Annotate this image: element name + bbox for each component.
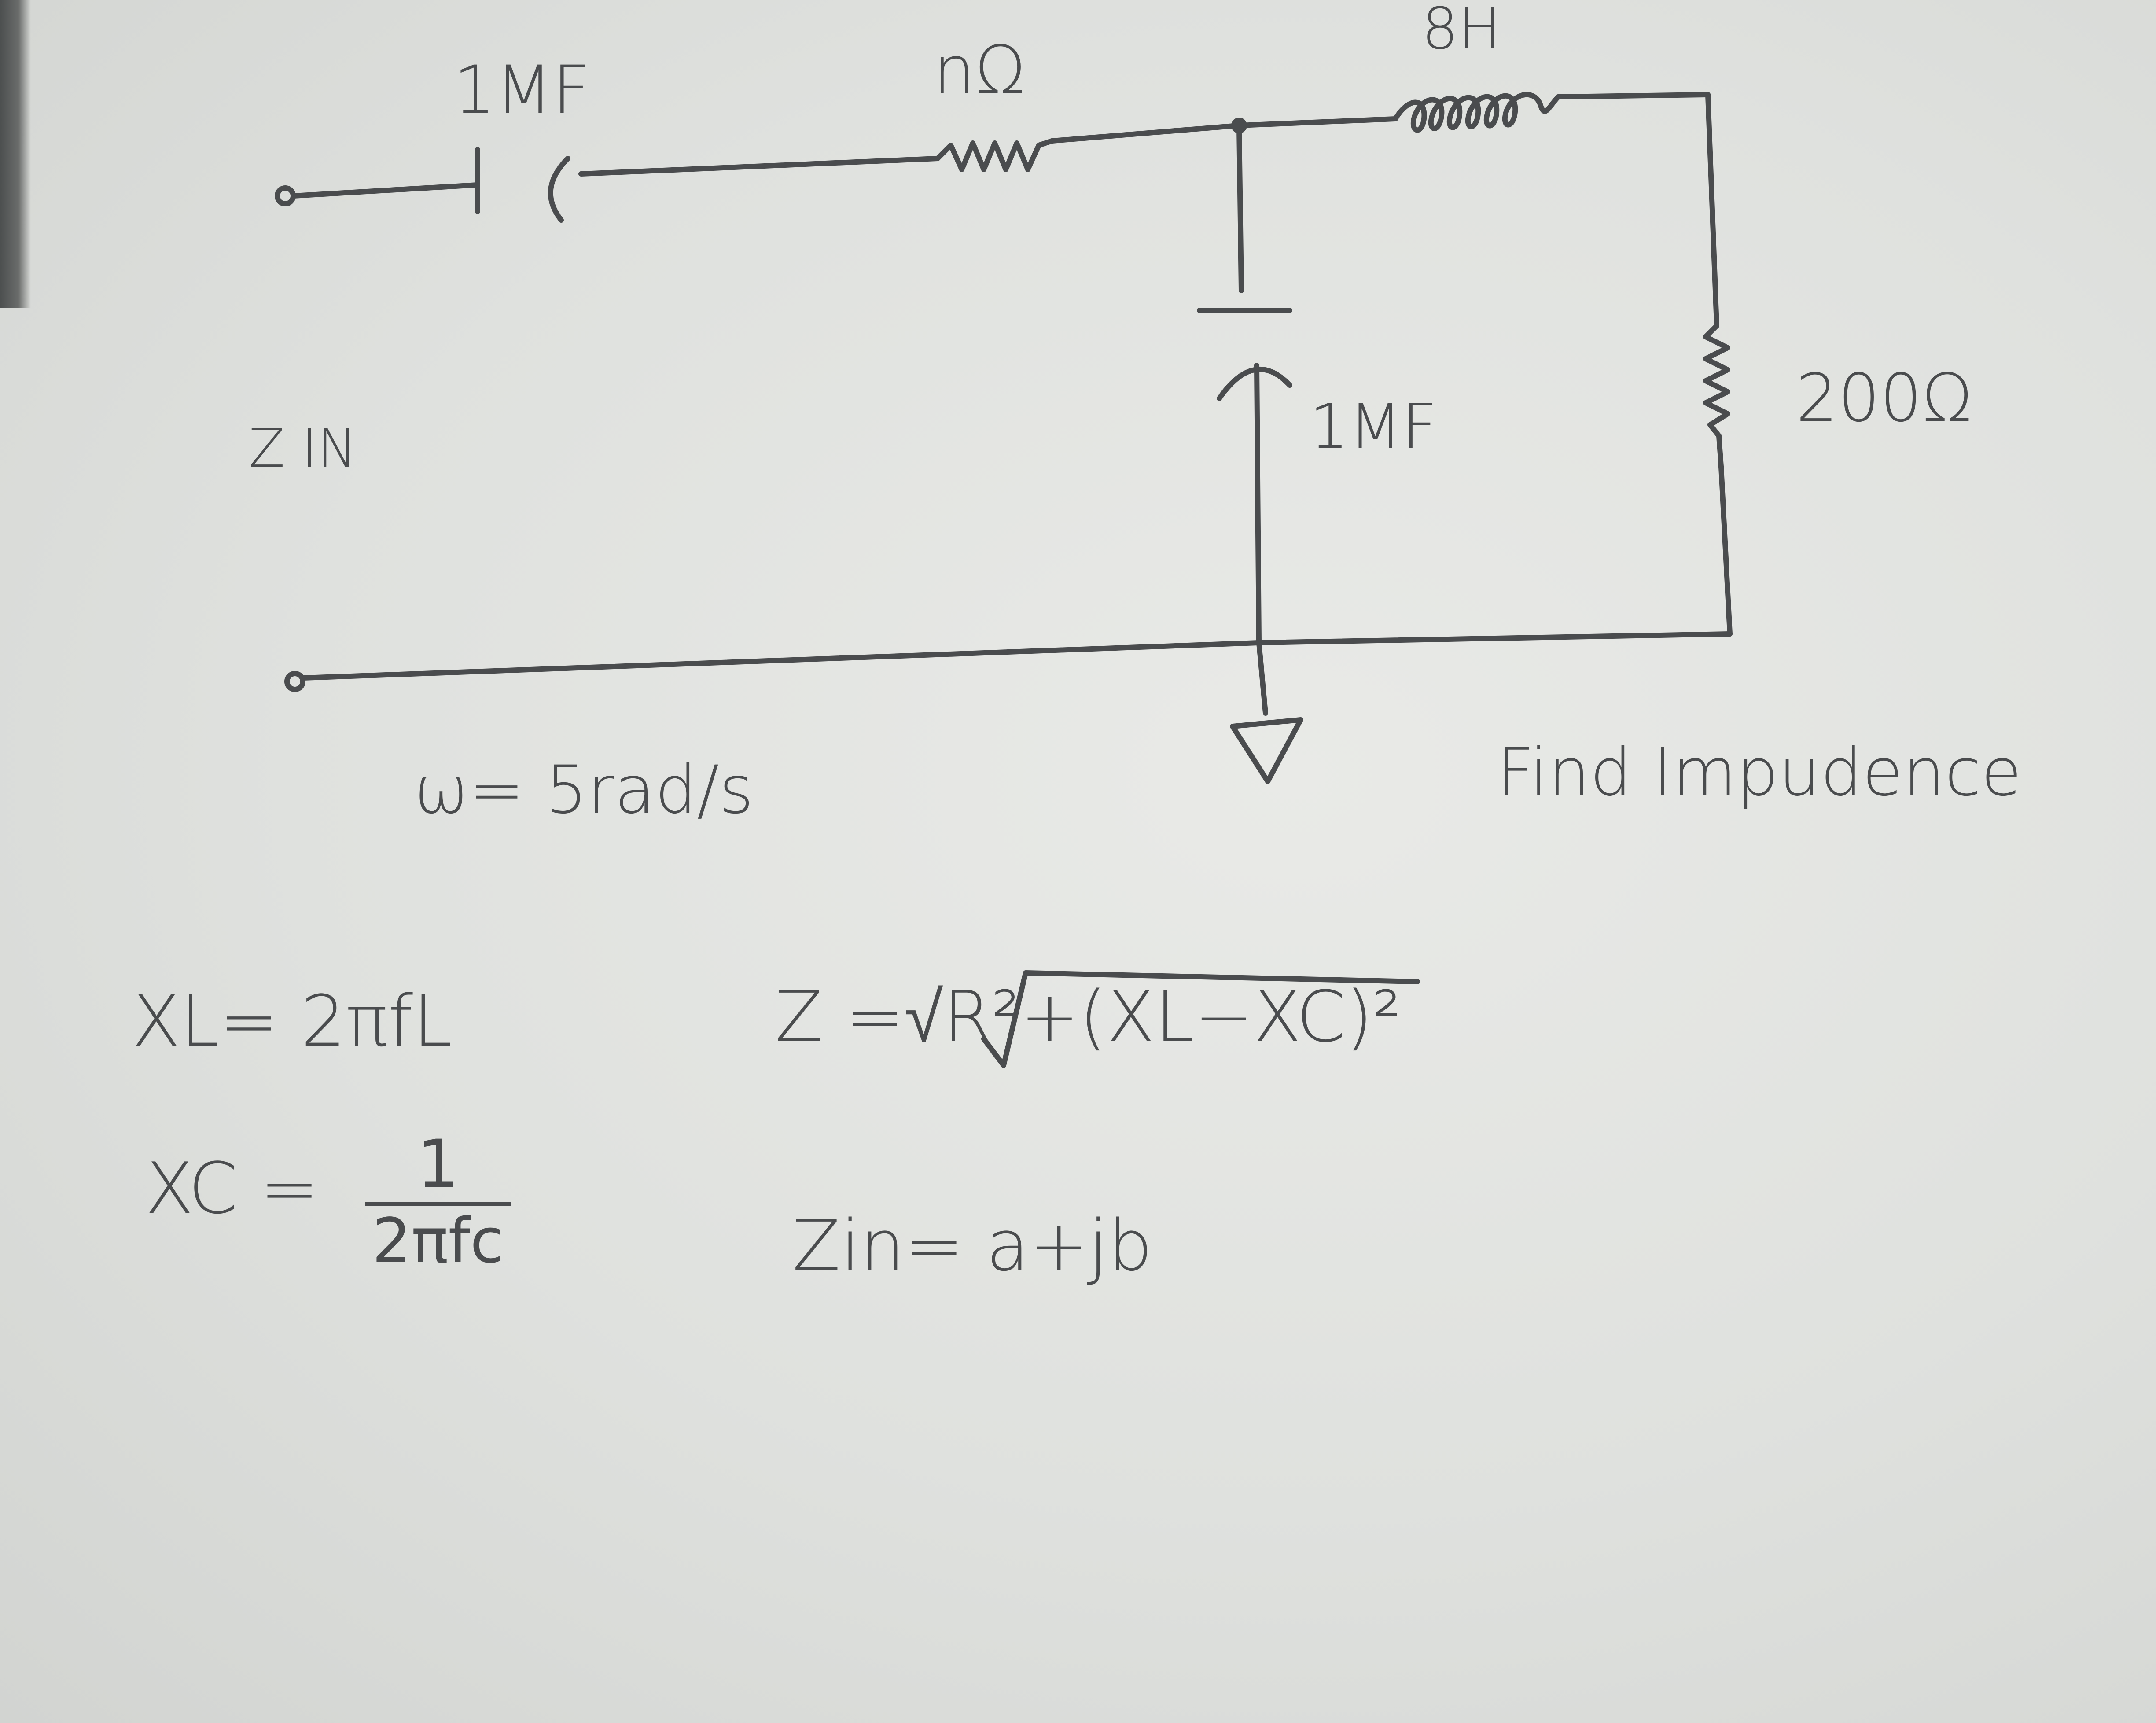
page-edge-shadow (0, 0, 31, 308)
wire-l1-to-right (1556, 92, 1711, 99)
xc-fraction: 1 2πfc (365, 1131, 511, 1272)
capacitor-c2 (1197, 308, 1292, 401)
omega-label: ω= 5rad/s (414, 752, 754, 828)
wire-c2-to-bottom (1254, 363, 1262, 645)
task-label: Find Impudence (1497, 734, 2022, 811)
wire-r1-to-node (1049, 123, 1242, 144)
z-magnitude-formula: Z =√R²+(XL−XC)² (775, 976, 1402, 1058)
wire-bottom-left (300, 640, 1262, 681)
xc-numerator: 1 (417, 1126, 459, 1203)
z-in-label: Z IN (249, 418, 357, 479)
r2-value-label: 200Ω (1796, 360, 1972, 437)
zin-formula: Zin= a+jb (792, 1204, 1153, 1287)
c1-value-label: 1MF (453, 52, 591, 129)
resistor-r1 (935, 138, 1055, 172)
wire-node-to-l1 (1236, 116, 1398, 128)
xl-formula: XL= 2πfL (132, 980, 453, 1062)
xc-formula-lhs: XC = (145, 1147, 319, 1230)
wire-r2-to-bottom (1718, 464, 1733, 637)
c2-value-label: 1MF (1310, 391, 1438, 463)
inductor-l1 (1393, 92, 1561, 133)
resistor-r2 (1703, 323, 1730, 469)
input-terminal-bottom (284, 671, 305, 692)
ground-symbol (1230, 717, 1303, 784)
r1-value-label: nΩ (933, 32, 1026, 109)
wire-bottom-right (1256, 631, 1733, 645)
fraction-bar (365, 1202, 511, 1206)
wire-right-down (1705, 92, 1719, 328)
wire-to-ground (1256, 640, 1268, 716)
xc-denominator: 2πfc (372, 1205, 504, 1277)
sqrt-sign (981, 970, 1420, 1068)
wire-input-to-c1 (291, 182, 480, 199)
capacitor-c1 (475, 147, 570, 223)
wire-c1-to-r1 (578, 156, 940, 177)
l1-value-label: 8H (1422, 0, 1501, 62)
wire-node-to-c2 (1236, 123, 1244, 293)
